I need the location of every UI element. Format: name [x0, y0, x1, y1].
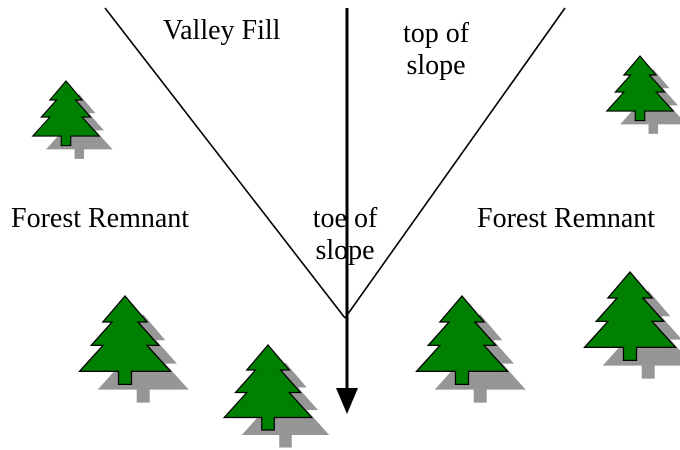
pine-tree-icon: [606, 55, 680, 134]
pine-tree-icon: [223, 344, 330, 448]
valley-fill-label: Valley Fill: [163, 15, 281, 46]
left-slope-line: [104, 7, 346, 319]
pine-tree-icon: [32, 80, 113, 159]
top-of-slope-label: top of slope: [395, 18, 477, 82]
pine-tree-icon: [415, 295, 526, 403]
toe-of-slope-line2: slope: [315, 235, 375, 266]
top-of-slope-line1: top of: [402, 18, 470, 49]
forest-remnant-left-label: Forest Remnant: [11, 203, 190, 234]
toe-of-slope-line1: toe of: [312, 203, 378, 234]
pine-tree-icon: [583, 271, 680, 379]
pine-tree-icon: [78, 295, 189, 403]
top-of-slope-line2: slope: [406, 50, 466, 81]
arrow-down-icon: [336, 388, 358, 414]
forest-remnant-right-label: Forest Remnant: [477, 203, 656, 234]
toe-of-slope-label: toe of slope: [300, 203, 390, 267]
right-slope-line: [344, 7, 566, 319]
